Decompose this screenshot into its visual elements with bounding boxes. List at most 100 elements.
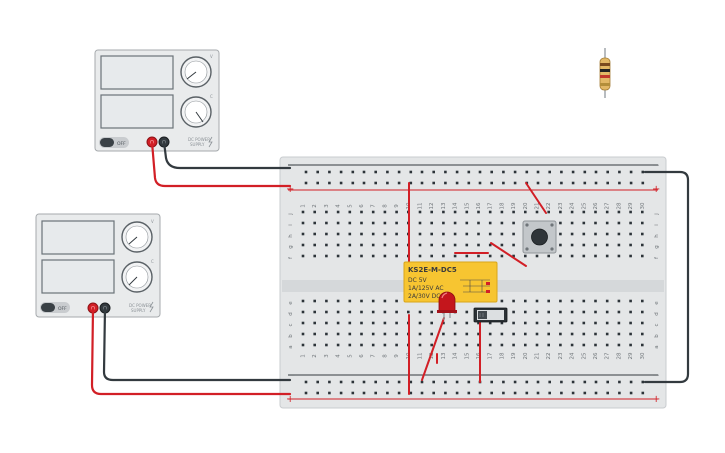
breadboard-hole[interactable] — [418, 210, 422, 214]
breadboard-hole[interactable] — [582, 254, 586, 258]
breadboard-hole[interactable] — [605, 321, 609, 325]
rail-hole[interactable] — [339, 391, 343, 395]
breadboard-hole[interactable] — [336, 321, 340, 325]
breadboard-hole[interactable] — [430, 254, 433, 258]
breadboard-hole[interactable] — [535, 343, 539, 347]
rail-hole[interactable] — [304, 170, 308, 174]
rail-hole[interactable] — [490, 170, 493, 174]
breadboard-hole[interactable] — [395, 254, 398, 258]
rail-hole[interactable] — [467, 391, 471, 395]
power-supply-1[interactable]: V C OFF DC POWER SUPPLY — [94, 49, 220, 152]
breadboard-hole[interactable] — [629, 332, 632, 336]
wires[interactable] — [90, 140, 690, 396]
breadboard-hole[interactable] — [500, 299, 504, 303]
breadboard-hole[interactable] — [512, 221, 515, 225]
breadboard-hole[interactable] — [547, 321, 550, 325]
rail-hole[interactable] — [629, 380, 633, 384]
breadboard-hole[interactable] — [488, 221, 492, 225]
rail-hole[interactable] — [490, 380, 493, 384]
rail-hole[interactable] — [525, 391, 529, 395]
rail-hole[interactable] — [432, 170, 435, 174]
breadboard-hole[interactable] — [500, 210, 504, 214]
breadboard-hole[interactable] — [465, 221, 469, 225]
rail-hole[interactable] — [629, 170, 633, 174]
rail-hole[interactable] — [351, 380, 355, 384]
breadboard-hole[interactable] — [348, 299, 352, 303]
breadboard-hole[interactable] — [383, 343, 387, 347]
breadboard-hole[interactable] — [500, 321, 504, 325]
breadboard-hole[interactable] — [453, 210, 457, 214]
breadboard-hole[interactable] — [641, 321, 644, 325]
rail-hole[interactable] — [362, 391, 366, 395]
wire-button-supply[interactable] — [525, 182, 547, 214]
breadboard-hole[interactable] — [371, 221, 375, 225]
breadboard-hole[interactable] — [348, 332, 352, 336]
breadboard-hole[interactable] — [488, 332, 492, 336]
breadboard-hole[interactable] — [594, 321, 597, 325]
rail-hole[interactable] — [583, 170, 587, 174]
breadboard-hole[interactable] — [641, 299, 644, 303]
rail-hole[interactable] — [397, 170, 401, 174]
rail-hole[interactable] — [606, 380, 609, 384]
breadboard-hole[interactable] — [325, 232, 328, 236]
breadboard-hole[interactable] — [371, 254, 375, 258]
breadboard-hole[interactable] — [360, 332, 363, 336]
rail-hole[interactable] — [618, 170, 621, 174]
breadboard-hole[interactable] — [453, 321, 457, 325]
breadboard-hole[interactable] — [453, 232, 457, 236]
breadboard-hole[interactable] — [336, 232, 340, 236]
rail-hole[interactable] — [583, 181, 587, 185]
slide-switch-icon[interactable] — [473, 307, 508, 323]
rail-hole[interactable] — [467, 170, 471, 174]
rail-hole[interactable] — [548, 391, 551, 395]
rail-hole[interactable] — [444, 391, 447, 395]
rail-hole[interactable] — [618, 380, 621, 384]
rail-hole[interactable] — [420, 170, 424, 174]
rail-hole[interactable] — [594, 391, 598, 395]
breadboard-hole[interactable] — [582, 332, 586, 336]
rail-hole[interactable] — [455, 170, 459, 174]
rail-hole[interactable] — [571, 380, 575, 384]
rail-hole[interactable] — [594, 181, 598, 185]
breadboard-hole[interactable] — [582, 232, 586, 236]
breadboard-hole[interactable] — [547, 254, 550, 258]
breadboard-hole[interactable] — [617, 299, 621, 303]
wire-psu2-positive[interactable] — [90, 306, 292, 396]
rail-hole[interactable] — [490, 181, 493, 185]
rail-hole[interactable] — [606, 391, 609, 395]
breadboard-hole[interactable] — [500, 254, 504, 258]
breadboard-hole[interactable] — [383, 210, 387, 214]
rail-hole[interactable] — [362, 181, 366, 185]
rail-hole[interactable] — [455, 380, 459, 384]
rail-hole[interactable] — [444, 181, 447, 185]
rail-hole[interactable] — [618, 391, 621, 395]
breadboard-hole[interactable] — [641, 221, 644, 225]
breadboard-hole[interactable] — [383, 243, 387, 247]
breadboard-hole[interactable] — [477, 343, 480, 347]
breadboard-holes[interactable] — [301, 170, 645, 395]
rail-hole[interactable] — [397, 380, 401, 384]
breadboard-hole[interactable] — [371, 299, 375, 303]
breadboard-hole[interactable] — [512, 254, 515, 258]
rail-hole[interactable] — [316, 380, 319, 384]
rail-hole[interactable] — [560, 170, 563, 174]
breadboard-hole[interactable] — [418, 332, 422, 336]
breadboard-hole[interactable] — [325, 210, 328, 214]
rail-hole[interactable] — [641, 170, 645, 174]
breadboard-hole[interactable] — [360, 310, 363, 314]
breadboard-hole[interactable] — [617, 310, 621, 314]
rail-hole[interactable] — [513, 391, 517, 395]
rail-hole[interactable] — [316, 391, 319, 395]
rail-hole[interactable] — [594, 170, 598, 174]
breadboard-hole[interactable] — [301, 299, 305, 303]
breadboard-hole[interactable] — [488, 321, 492, 325]
rail-hole[interactable] — [362, 380, 366, 384]
breadboard-hole[interactable] — [325, 343, 328, 347]
rail-hole[interactable] — [432, 380, 435, 384]
breadboard-hole[interactable] — [325, 221, 328, 225]
rail-hole[interactable] — [548, 380, 551, 384]
breadboard-hole[interactable] — [535, 321, 539, 325]
breadboard-hole[interactable] — [547, 332, 550, 336]
rail-hole[interactable] — [641, 380, 645, 384]
